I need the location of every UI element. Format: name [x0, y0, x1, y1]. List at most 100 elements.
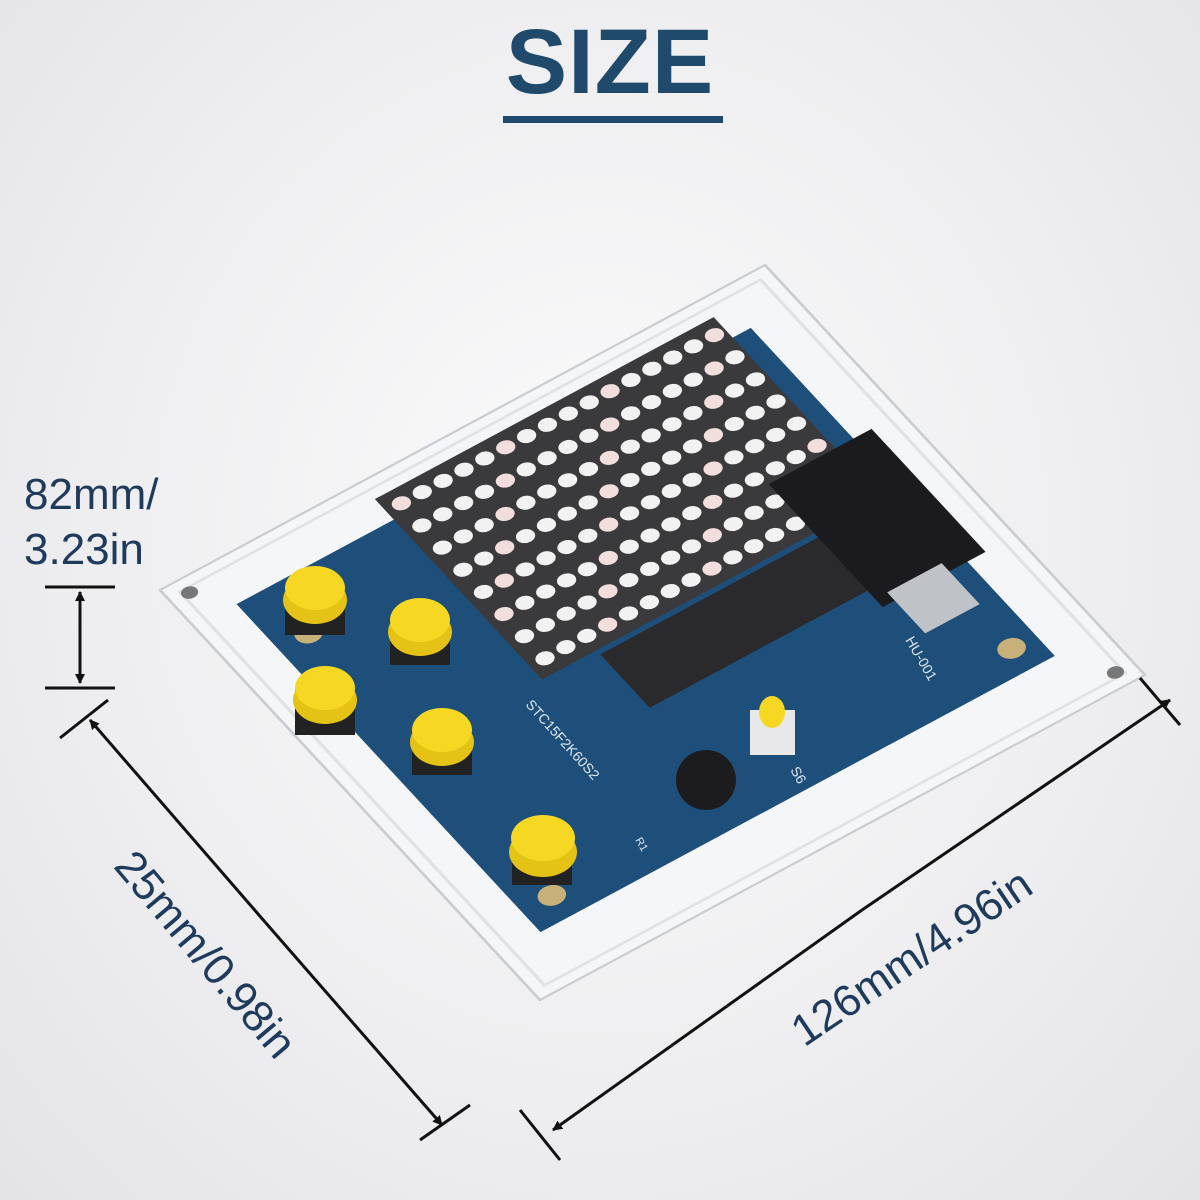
led-dot	[516, 428, 537, 444]
led-dot	[433, 473, 453, 488]
led-dot	[744, 505, 764, 520]
led-dot	[535, 617, 556, 633]
led-dot	[640, 495, 661, 510]
led-dot	[682, 506, 702, 521]
led-dot	[597, 617, 618, 632]
led-dot	[600, 384, 620, 399]
buzzer	[676, 750, 736, 810]
led-dot	[723, 550, 743, 565]
led-dot	[556, 573, 577, 588]
led-dot	[535, 651, 555, 666]
led-dot	[536, 517, 557, 532]
led-dot	[475, 451, 495, 466]
usb-port	[887, 563, 980, 634]
led-dot	[786, 416, 807, 431]
led-dot	[454, 462, 474, 477]
led-dot	[642, 361, 662, 376]
led-dot	[577, 595, 597, 610]
screw-icon	[1106, 666, 1125, 679]
led-dot	[807, 438, 827, 453]
led-dot	[599, 517, 619, 532]
led-dot	[704, 394, 724, 409]
led-dot	[703, 428, 724, 443]
led-dot	[598, 550, 618, 566]
led-dot	[662, 417, 682, 432]
led-dot	[474, 551, 494, 566]
led-dot	[473, 584, 494, 599]
led-dot	[786, 449, 806, 465]
led-dot	[703, 461, 723, 476]
page-title: SIZE	[505, 11, 715, 113]
led-dot	[785, 516, 806, 531]
led-dot	[619, 506, 640, 521]
led-dot	[620, 439, 640, 454]
led-dot	[453, 562, 473, 577]
led-dot	[474, 484, 495, 499]
button-up	[283, 566, 347, 635]
screw-icon	[997, 637, 1026, 659]
led-dot	[641, 428, 661, 443]
led-dot	[724, 416, 744, 432]
led-dot	[704, 361, 724, 376]
led-dot	[662, 383, 683, 398]
led-dot	[765, 461, 785, 476]
led-dot	[516, 495, 536, 510]
led-dot	[640, 561, 660, 576]
led-dot	[723, 483, 744, 498]
led-dot	[639, 595, 660, 610]
led-dot	[620, 406, 641, 421]
led-dot	[557, 506, 577, 521]
led-dot	[724, 383, 745, 398]
depth-arrow-up	[88, 719, 267, 923]
led-dot	[620, 472, 640, 488]
led-dot	[764, 527, 785, 543]
led-dot	[537, 417, 558, 432]
length-tick-left	[518, 1109, 562, 1161]
led-dot	[660, 583, 680, 599]
led-dot	[515, 529, 536, 544]
led-dot	[766, 427, 786, 442]
led-dot	[579, 428, 599, 443]
led-dot	[725, 350, 745, 365]
led-dot	[702, 561, 722, 576]
led-dot	[495, 506, 515, 522]
led-dot	[558, 473, 578, 488]
led-dot	[453, 495, 474, 511]
led-dot	[641, 395, 662, 410]
led-dot	[704, 328, 725, 343]
led-dot	[474, 518, 494, 533]
led-dot	[600, 417, 620, 432]
game-console-device	[158, 263, 1147, 1002]
led-dot	[640, 528, 660, 543]
height-label-in: 3.23in	[24, 525, 144, 574]
led-dot	[703, 494, 723, 509]
led-dot	[495, 473, 516, 488]
button-down	[410, 708, 474, 775]
seven-segment-display	[768, 428, 986, 608]
depth-tick-bottom	[419, 1103, 471, 1142]
led-dot	[598, 584, 618, 599]
led-dot	[556, 606, 576, 621]
led-dot	[515, 595, 535, 610]
led-dot	[537, 451, 557, 466]
led-dot	[663, 350, 683, 365]
led-dot	[453, 529, 473, 544]
led-dot	[496, 440, 516, 455]
led-dot	[745, 372, 766, 387]
depth-arrow-down	[263, 921, 444, 1126]
led-dot	[682, 439, 703, 454]
led-dot	[619, 539, 639, 554]
led-dot	[682, 472, 702, 487]
led-dot	[516, 462, 536, 477]
led-dot	[578, 528, 598, 543]
led-dot	[681, 572, 701, 587]
led-dot	[412, 485, 432, 500]
led-dot	[745, 405, 765, 420]
led-dot	[578, 495, 598, 510]
led-dot	[577, 628, 597, 643]
led-dot	[618, 606, 639, 621]
screw-icon	[537, 884, 567, 906]
title-underline	[503, 116, 723, 123]
led-dot	[681, 539, 702, 554]
